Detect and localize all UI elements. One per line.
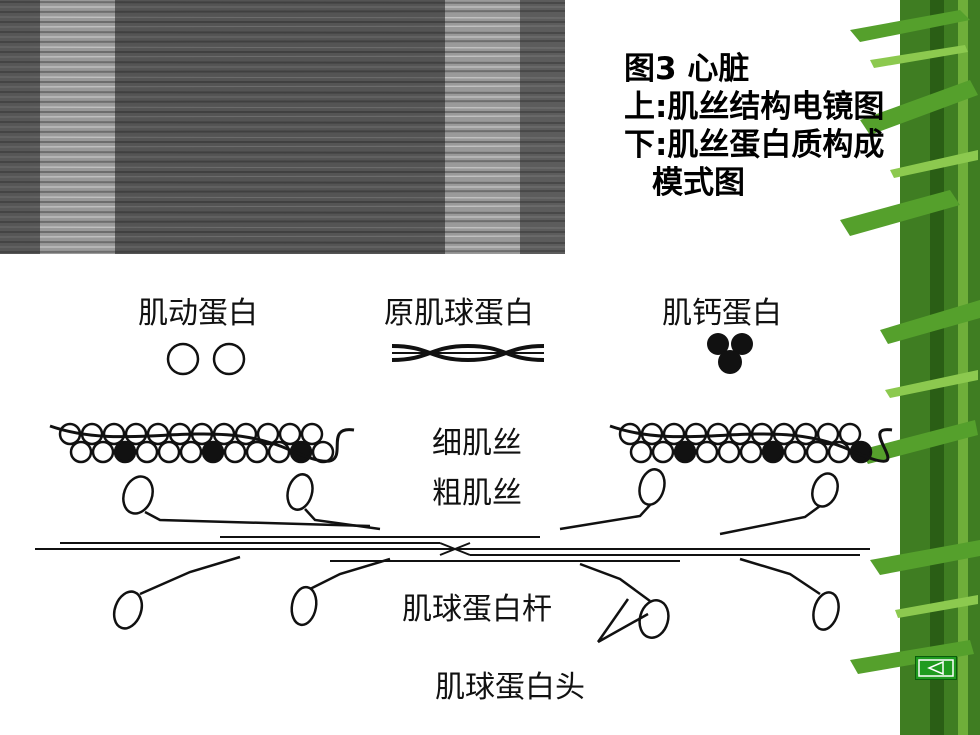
myosin-head-pointer <box>596 598 649 644</box>
title-line-2: 上:肌丝结构电镜图 <box>624 89 885 125</box>
triangle-left-icon <box>918 659 954 677</box>
label-thin-filament: 细肌丝 <box>432 426 522 461</box>
troponin-legend-icon <box>707 333 753 374</box>
electron-micrograph <box>0 0 565 254</box>
tropomyosin-legend-icon <box>391 343 545 363</box>
label-myosin-head: 肌球蛋白头 <box>435 670 585 705</box>
label-actin: 肌动蛋白 <box>138 296 258 331</box>
back-button[interactable] <box>915 656 957 680</box>
myofilament-schematic <box>35 333 893 644</box>
title-line-1: 图3 心脏 <box>624 51 750 87</box>
thick-filament <box>35 536 870 562</box>
title-line-4: 模式图 <box>652 165 745 201</box>
bamboo-decoration <box>840 0 980 735</box>
label-tropomyosin: 原肌球蛋白 <box>384 296 534 331</box>
actin-legend-icon <box>166 342 246 376</box>
thin-filament-right <box>609 422 893 464</box>
label-thick-filament: 粗肌丝 <box>432 476 522 511</box>
myosin-heads <box>112 468 840 639</box>
title-line-3: 下:肌丝蛋白质构成 <box>624 127 885 163</box>
label-myosin-rod: 肌球蛋白杆 <box>402 592 552 627</box>
figure-title: 图3 心脏 上:肌丝结构电镜图 下:肌丝蛋白质构成 模式图 <box>624 50 884 202</box>
label-troponin: 肌钙蛋白 <box>662 296 782 331</box>
thin-filament-left <box>49 422 355 464</box>
